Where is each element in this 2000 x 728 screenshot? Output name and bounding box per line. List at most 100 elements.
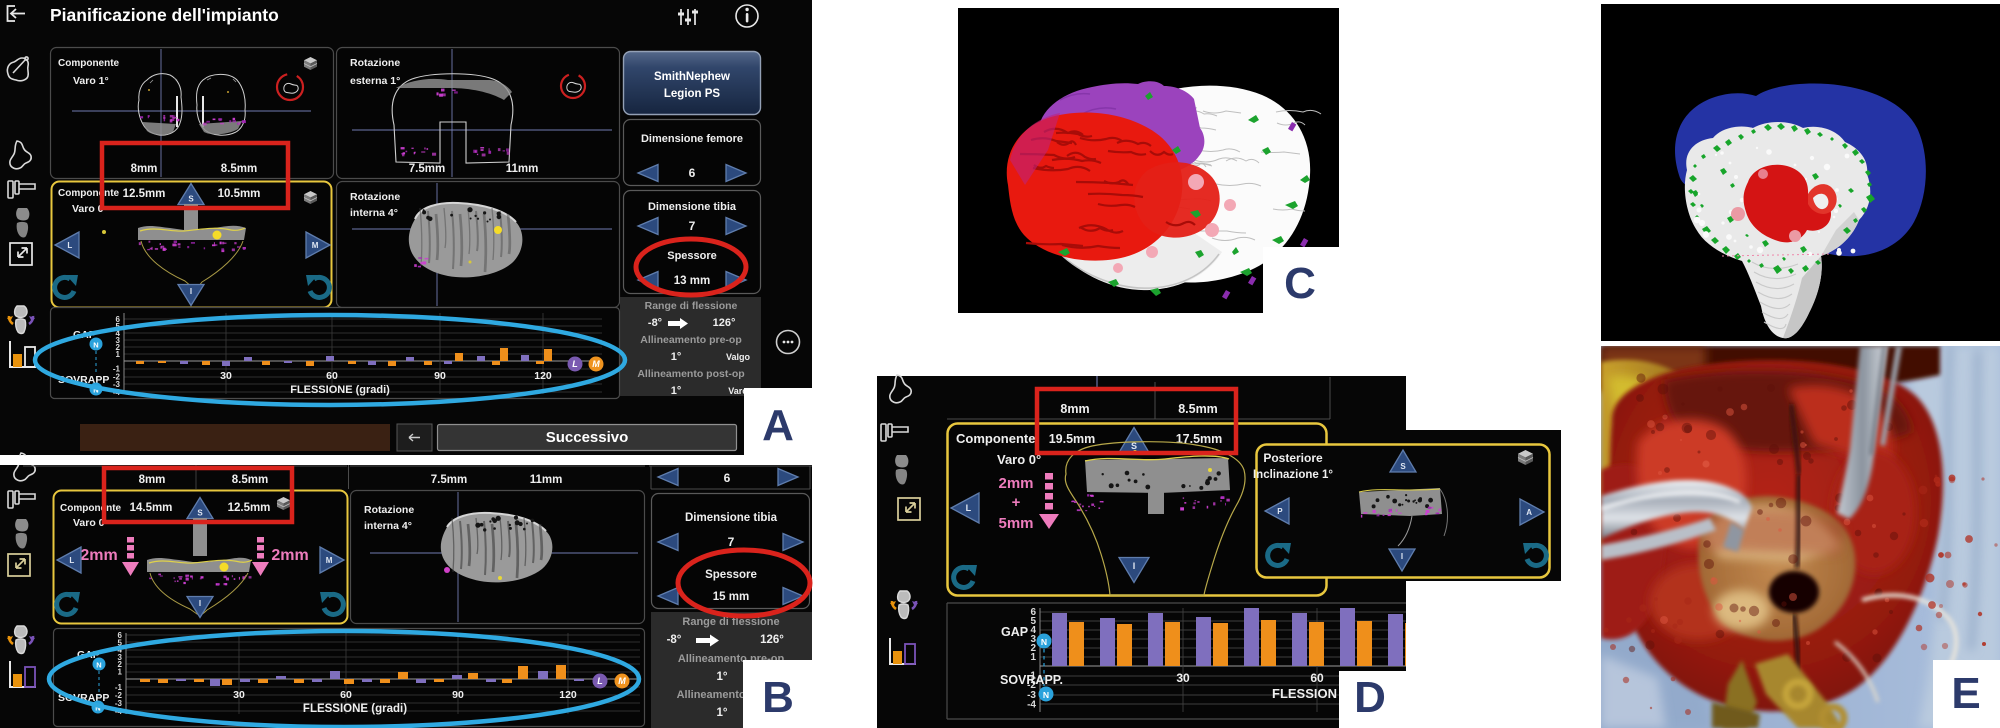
- svg-text:8mm: 8mm: [139, 474, 166, 486]
- svg-text:Valgo: Valgo: [726, 352, 751, 362]
- svg-text:90: 90: [452, 689, 464, 701]
- svg-text:8.5mm: 8.5mm: [1178, 402, 1218, 416]
- svg-text:14.5mm: 14.5mm: [130, 502, 173, 514]
- svg-text:Spessore: Spessore: [705, 569, 757, 581]
- svg-text:5: 5: [118, 638, 123, 647]
- svg-text:3: 3: [1030, 634, 1036, 645]
- svg-text:1°: 1°: [671, 351, 682, 363]
- svg-text:Range di flessione: Range di flessione: [645, 300, 738, 312]
- svg-text:Componente: Componente: [58, 188, 120, 199]
- svg-text:N: N: [93, 340, 98, 349]
- svg-text:11mm: 11mm: [530, 474, 563, 486]
- svg-text:17.5mm: 17.5mm: [1176, 432, 1223, 446]
- svg-text:12.5mm: 12.5mm: [228, 502, 271, 514]
- svg-text:Rotazione: Rotazione: [350, 191, 400, 203]
- svg-text:-1: -1: [115, 683, 123, 692]
- svg-text:N: N: [96, 660, 101, 669]
- svg-text:Varo 1°: Varo 1°: [73, 75, 109, 87]
- svg-text:interna 4°: interna 4°: [350, 207, 398, 219]
- svg-text:N: N: [93, 385, 98, 394]
- svg-text:P: P: [1277, 507, 1283, 516]
- svg-text:N: N: [1041, 637, 1047, 647]
- svg-text:30: 30: [233, 689, 245, 701]
- svg-text:5mm: 5mm: [998, 515, 1033, 532]
- svg-text:8mm: 8mm: [1060, 402, 1089, 416]
- svg-text:interna 4°: interna 4°: [364, 520, 412, 532]
- svg-text:I: I: [190, 287, 192, 296]
- svg-text:M: M: [592, 359, 600, 369]
- svg-text:30: 30: [220, 370, 232, 382]
- svg-text:S: S: [188, 195, 194, 204]
- svg-text:L: L: [572, 359, 578, 369]
- svg-text:2mm: 2mm: [998, 475, 1033, 492]
- svg-text:6: 6: [689, 166, 696, 180]
- svg-text:Allineamento post-op: Allineamento post-op: [637, 368, 744, 380]
- svg-text:1°: 1°: [717, 707, 728, 719]
- svg-text:90: 90: [434, 370, 446, 382]
- svg-text:4: 4: [116, 329, 121, 338]
- svg-text:7: 7: [728, 535, 735, 549]
- svg-text:4: 4: [118, 646, 123, 655]
- svg-text:-1: -1: [1027, 671, 1036, 682]
- svg-text:+: +: [1012, 494, 1021, 511]
- svg-text:-2: -2: [115, 691, 123, 700]
- svg-text:-2: -2: [113, 372, 121, 381]
- svg-text:I: I: [1401, 552, 1403, 561]
- svg-text:Spessore: Spessore: [667, 250, 717, 262]
- svg-text:Rotazione: Rotazione: [364, 504, 414, 516]
- svg-text:6: 6: [724, 471, 731, 485]
- svg-text:Allineamento p: Allineamento p: [677, 689, 756, 701]
- svg-text:7: 7: [689, 219, 696, 233]
- svg-text:Varo 0: Varo 0: [73, 517, 105, 529]
- svg-text:6: 6: [1030, 607, 1036, 618]
- svg-text:-4: -4: [1027, 699, 1036, 710]
- svg-text:I: I: [199, 599, 201, 608]
- svg-text:L: L: [966, 503, 972, 513]
- svg-text:Range di flessione: Range di flessione: [682, 616, 779, 628]
- svg-text:Legion PS: Legion PS: [664, 88, 721, 100]
- svg-text:Posteriore: Posteriore: [1263, 451, 1323, 465]
- svg-text:L: L: [67, 241, 72, 250]
- svg-text:S: S: [197, 509, 203, 518]
- svg-text:5: 5: [1030, 616, 1036, 627]
- svg-text:Rotazione: Rotazione: [350, 57, 400, 69]
- svg-text:8mm: 8mm: [131, 163, 158, 175]
- svg-text:Dimensione tibia: Dimensione tibia: [685, 512, 778, 524]
- svg-text:SmithNephew: SmithNephew: [654, 71, 730, 83]
- svg-text:8.5mm: 8.5mm: [221, 163, 257, 175]
- svg-text:FLESSIONE (gradi): FLESSIONE (gradi): [290, 384, 390, 396]
- svg-text:M: M: [618, 676, 626, 686]
- svg-text:-3: -3: [1027, 690, 1036, 701]
- svg-text:1°: 1°: [717, 671, 728, 683]
- svg-text:11mm: 11mm: [506, 163, 539, 175]
- svg-text:126°: 126°: [713, 317, 736, 329]
- svg-text:-2: -2: [1027, 680, 1036, 691]
- svg-text:Pianificazione dell'impianto: Pianificazione dell'impianto: [50, 5, 279, 25]
- svg-text:Inclinazione 1°: Inclinazione 1°: [1253, 469, 1333, 481]
- svg-text:126°: 126°: [760, 634, 784, 646]
- svg-text:SOVRAPP.: SOVRAPP.: [1000, 673, 1063, 687]
- svg-text:A: A: [762, 401, 794, 450]
- svg-text:-1: -1: [113, 365, 121, 374]
- svg-text:120: 120: [559, 689, 577, 701]
- svg-text:2: 2: [116, 343, 121, 352]
- svg-text:esterna 1°: esterna 1°: [350, 75, 400, 87]
- svg-text:FLESSIONE (gradi): FLESSIONE (gradi): [303, 703, 407, 715]
- svg-text:120: 120: [534, 370, 552, 382]
- svg-text:1: 1: [116, 350, 121, 359]
- svg-text:C: C: [1284, 259, 1316, 308]
- svg-text:2mm: 2mm: [80, 547, 117, 564]
- svg-text:M: M: [312, 241, 319, 250]
- svg-text:Dimensione femore: Dimensione femore: [641, 133, 743, 145]
- svg-text:E: E: [1951, 669, 1980, 718]
- svg-text:Allineamento pre-op: Allineamento pre-op: [640, 334, 742, 346]
- svg-text:1: 1: [1030, 652, 1036, 663]
- svg-text:3: 3: [116, 336, 121, 345]
- svg-text:-8°: -8°: [648, 317, 662, 329]
- svg-text:Varo: Varo: [728, 386, 748, 396]
- svg-text:12.5mm: 12.5mm: [123, 188, 166, 200]
- svg-text:D: D: [1354, 673, 1386, 722]
- svg-text:60: 60: [326, 370, 338, 382]
- svg-text:Componente: Componente: [956, 431, 1035, 446]
- svg-text:3: 3: [118, 653, 123, 662]
